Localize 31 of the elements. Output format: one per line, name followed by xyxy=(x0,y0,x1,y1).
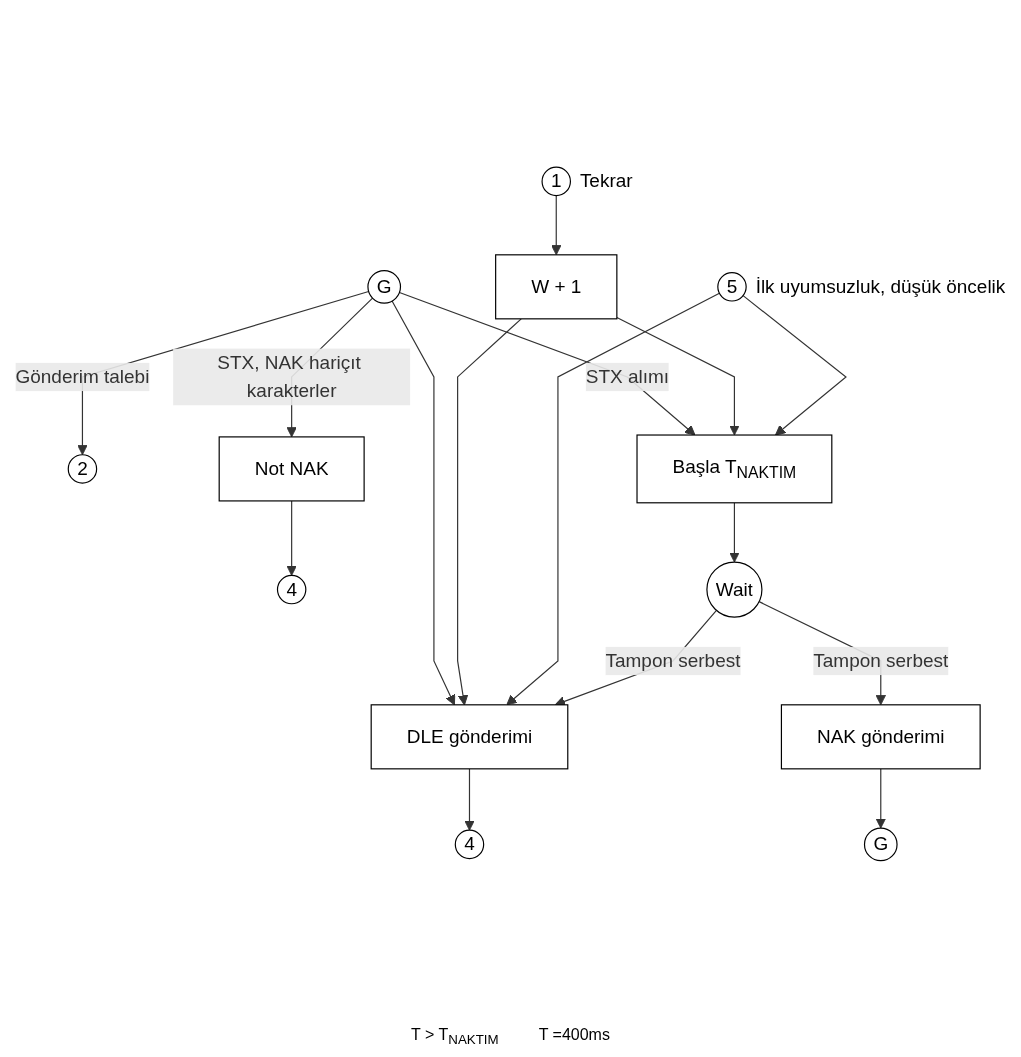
node-circle: G xyxy=(367,269,402,304)
annotation-text: İlk uyumsuzluk, düşük öncelik xyxy=(755,275,1006,297)
node-circle: 1 xyxy=(541,166,571,197)
note-text: T =400ms xyxy=(538,1025,610,1045)
arrow xyxy=(729,502,740,563)
node-box: W + 1 xyxy=(495,254,618,320)
node-circle: 2 xyxy=(67,454,98,484)
node-circle: 4 xyxy=(454,829,485,860)
edge-label: Tampon serbest xyxy=(813,650,949,671)
arrow xyxy=(457,318,522,706)
node-box: Not NAK xyxy=(218,436,365,502)
arrow xyxy=(742,295,847,436)
annotation-text: Tekrar xyxy=(579,170,633,192)
arrow xyxy=(616,316,740,436)
node-box: DLE gönderimi xyxy=(370,704,569,770)
edge-label: STX alımı xyxy=(585,366,670,387)
arrow xyxy=(875,768,886,829)
edge-label: Gönderim talebi xyxy=(15,366,150,387)
node-circle: 5 xyxy=(717,272,747,302)
arrow xyxy=(551,194,562,256)
node-box: NAK gönderimi xyxy=(780,704,981,770)
edge-label: STX, NAK hariçıt karakterler xyxy=(217,352,361,401)
node-circle: Wait xyxy=(706,561,763,618)
node-circle: 4 xyxy=(276,574,307,605)
node-box: Başla T$_{NAKTIM}$ xyxy=(636,434,833,504)
arrow xyxy=(391,300,456,706)
edge-label: Tampon serbest xyxy=(605,650,741,671)
arrow xyxy=(464,768,475,831)
node-circle: G xyxy=(863,827,898,862)
note-text: T > T$_{NAKTIM}$ xyxy=(411,1025,499,1047)
arrow xyxy=(286,500,297,576)
